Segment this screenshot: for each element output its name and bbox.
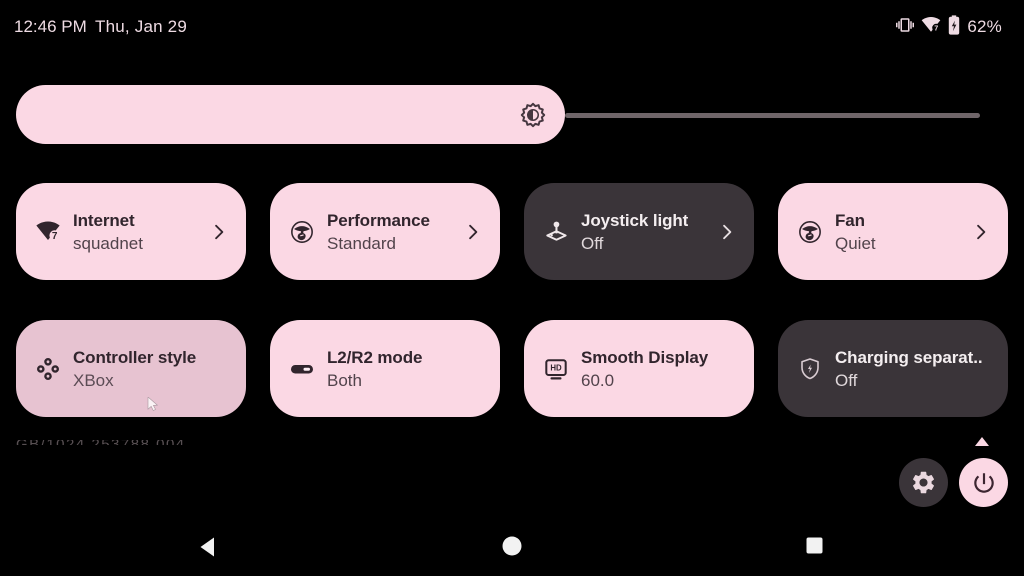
tile-joystick-light[interactable]: Joystick light Off xyxy=(524,183,754,280)
back-icon xyxy=(200,537,214,557)
settings-button[interactable] xyxy=(899,458,948,507)
power-button[interactable] xyxy=(959,458,1008,507)
chevron-right-icon xyxy=(469,224,478,239)
tile-title: Performance xyxy=(327,210,430,230)
status-icons: 7 62% xyxy=(896,13,1002,41)
joystick-icon xyxy=(544,220,568,244)
tile-title: Joystick light xyxy=(581,210,689,230)
tile-charging-separately[interactable]: Charging separat.. Off xyxy=(778,320,1008,417)
svg-text:7: 7 xyxy=(935,23,939,32)
status-date: Thu, Jan 29 xyxy=(95,17,187,36)
wifi-icon: 7 xyxy=(36,220,60,244)
nav-back-button[interactable] xyxy=(198,536,218,563)
svg-text:HD: HD xyxy=(550,363,562,372)
recents-icon xyxy=(806,537,823,554)
gear-icon xyxy=(912,471,935,494)
nav-recents-button[interactable] xyxy=(806,537,823,559)
status-time: 12:46 PM xyxy=(14,17,87,36)
chevron-right-icon xyxy=(215,224,224,239)
performance-icon xyxy=(290,220,314,244)
vibrate-icon xyxy=(896,16,915,39)
trigger-icon xyxy=(290,357,314,381)
fan-icon xyxy=(798,220,822,244)
tile-subtitle: Standard xyxy=(327,233,396,253)
wifi-icon: 7 xyxy=(921,16,941,38)
tile-performance[interactable]: Performance Standard xyxy=(270,183,500,280)
chevron-right-icon xyxy=(977,224,986,239)
tile-smooth-display[interactable]: HD Smooth Display 60.0 xyxy=(524,320,754,417)
mouse-cursor xyxy=(147,396,161,418)
tile-title: Fan xyxy=(835,210,865,230)
clipped-footer-text: GB/1024 253788 004 xyxy=(16,440,216,445)
tile-subtitle: Quiet xyxy=(835,233,876,253)
brightness-slider-track[interactable] xyxy=(565,113,980,118)
display-hd-icon: HD xyxy=(544,357,568,381)
chevron-right-icon xyxy=(723,224,732,239)
power-icon xyxy=(973,472,994,493)
tile-title: Smooth Display xyxy=(581,347,709,367)
tile-subtitle: XBox xyxy=(73,370,114,390)
tile-subtitle: Both xyxy=(327,370,362,390)
tile-controller-style[interactable]: Controller style XBox xyxy=(16,320,246,417)
tile-subtitle: 60.0 xyxy=(581,370,615,390)
tile-subtitle: squadnet xyxy=(73,233,143,253)
tile-subtitle: Off xyxy=(835,370,858,390)
tile-title: Charging separat.. xyxy=(835,347,983,367)
shield-bolt-icon xyxy=(798,357,822,381)
home-icon xyxy=(502,536,522,556)
shade-caret-icon[interactable] xyxy=(975,437,989,446)
tile-fan[interactable]: Fan Quiet xyxy=(778,183,1008,280)
tile-l2r2-mode[interactable]: L2/R2 mode Both xyxy=(270,320,500,417)
brightness-auto-icon xyxy=(519,101,547,134)
tile-internet[interactable]: 7 Internet squadnet xyxy=(16,183,246,280)
battery-percent: 62% xyxy=(967,17,1002,36)
tile-title: Controller style xyxy=(73,347,197,367)
controller-icon xyxy=(36,357,60,381)
tile-title: Internet xyxy=(73,210,135,230)
nav-home-button[interactable] xyxy=(502,536,522,561)
svg-text:7: 7 xyxy=(52,231,58,242)
brightness-slider[interactable] xyxy=(16,85,565,144)
tile-subtitle: Off xyxy=(581,233,604,253)
tile-title: L2/R2 mode xyxy=(327,347,423,367)
battery-charging-icon xyxy=(948,14,960,40)
